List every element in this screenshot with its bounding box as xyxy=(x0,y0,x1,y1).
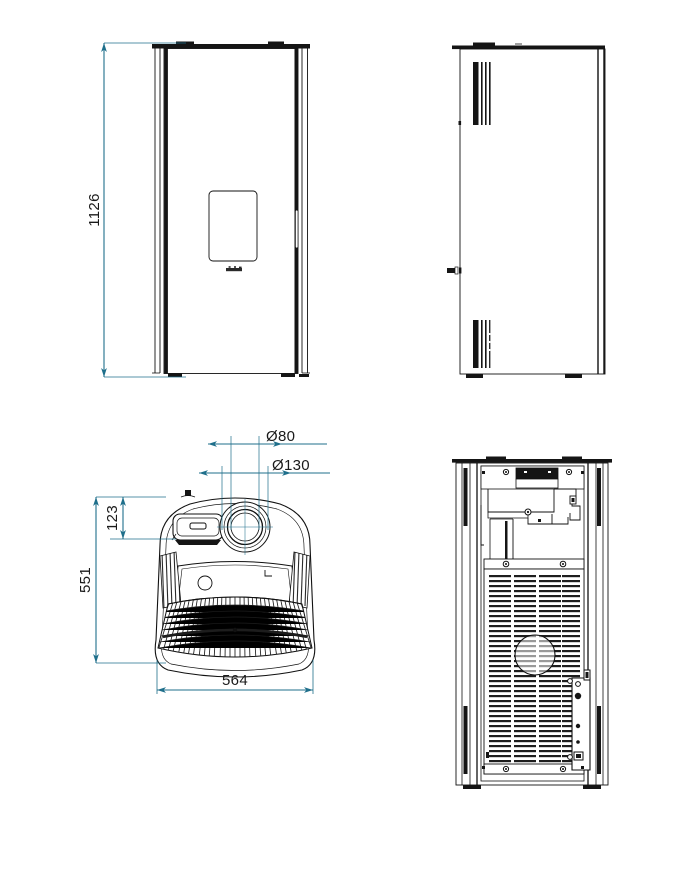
rear-top-cap xyxy=(452,459,612,463)
rear-top-nub-right xyxy=(562,456,582,460)
rear-top-nub-left xyxy=(486,456,506,460)
rear-view xyxy=(452,456,612,789)
top-rear-tab-base xyxy=(180,495,196,498)
front-door-handle xyxy=(295,209,299,249)
rear-perforated-panel xyxy=(483,568,585,775)
top-flue-collar xyxy=(217,499,273,555)
front-top-cap xyxy=(152,44,310,49)
side-view xyxy=(447,42,606,378)
front-foot-right xyxy=(281,373,295,377)
dimension-height-1126: 1126 xyxy=(86,42,186,378)
rear-trim-right-top xyxy=(597,468,601,526)
dim-d80-label: Ø80 xyxy=(266,428,295,445)
side-rear-connector xyxy=(447,266,462,275)
side-louvre-bottom xyxy=(473,320,491,368)
dim-height-label: 1126 xyxy=(86,193,103,226)
front-view xyxy=(152,41,310,377)
dim-depth-label: 551 xyxy=(77,567,94,593)
top-control-knob xyxy=(197,575,213,591)
side-foot-rear xyxy=(466,374,483,378)
dim-width-label: 564 xyxy=(222,672,248,689)
dimension-flue-inner-d80: Ø80 xyxy=(208,428,327,530)
rear-trim-left-bottom xyxy=(463,706,468,774)
front-stile-left xyxy=(164,48,168,374)
top-rear-tab xyxy=(185,490,191,496)
front-door-window xyxy=(208,190,258,262)
top-view xyxy=(154,490,316,678)
rear-foot-right xyxy=(583,785,601,789)
top-outlet-grille xyxy=(157,596,313,658)
front-top-nub-right xyxy=(268,41,284,45)
dimension-offset-123: 123 xyxy=(104,497,176,540)
dimension-depth-551: 551 xyxy=(77,496,166,664)
rear-trim-left-top xyxy=(463,468,468,526)
top-vent-left xyxy=(160,552,181,608)
dimension-width-564: 564 xyxy=(156,660,314,694)
rear-divider-rail xyxy=(483,558,585,570)
dim-offset-label: 123 xyxy=(104,505,121,531)
side-louvre-top xyxy=(473,62,491,125)
front-foot-right-outer xyxy=(299,374,309,377)
side-top-nub xyxy=(473,42,495,46)
dim-d130-label: Ø130 xyxy=(272,457,310,474)
side-body xyxy=(459,48,606,375)
side-foot-front xyxy=(565,374,582,378)
top-corner-mark xyxy=(264,570,272,577)
front-brand-logo xyxy=(226,266,242,272)
top-vent-right-frame xyxy=(288,551,311,609)
rear-corner-fixings xyxy=(482,471,584,769)
rear-top-ducting xyxy=(480,465,585,567)
dimension-flue-outer-d130: Ø130 xyxy=(199,457,330,530)
rear-foot-left xyxy=(463,785,481,789)
side-top-cap xyxy=(452,45,605,50)
front-foot-left xyxy=(168,373,182,377)
side-rear-mark-upper xyxy=(458,121,462,125)
top-hopper-lid xyxy=(171,513,224,545)
rear-control-box xyxy=(567,669,591,771)
rear-trim-right-bottom xyxy=(597,706,601,774)
